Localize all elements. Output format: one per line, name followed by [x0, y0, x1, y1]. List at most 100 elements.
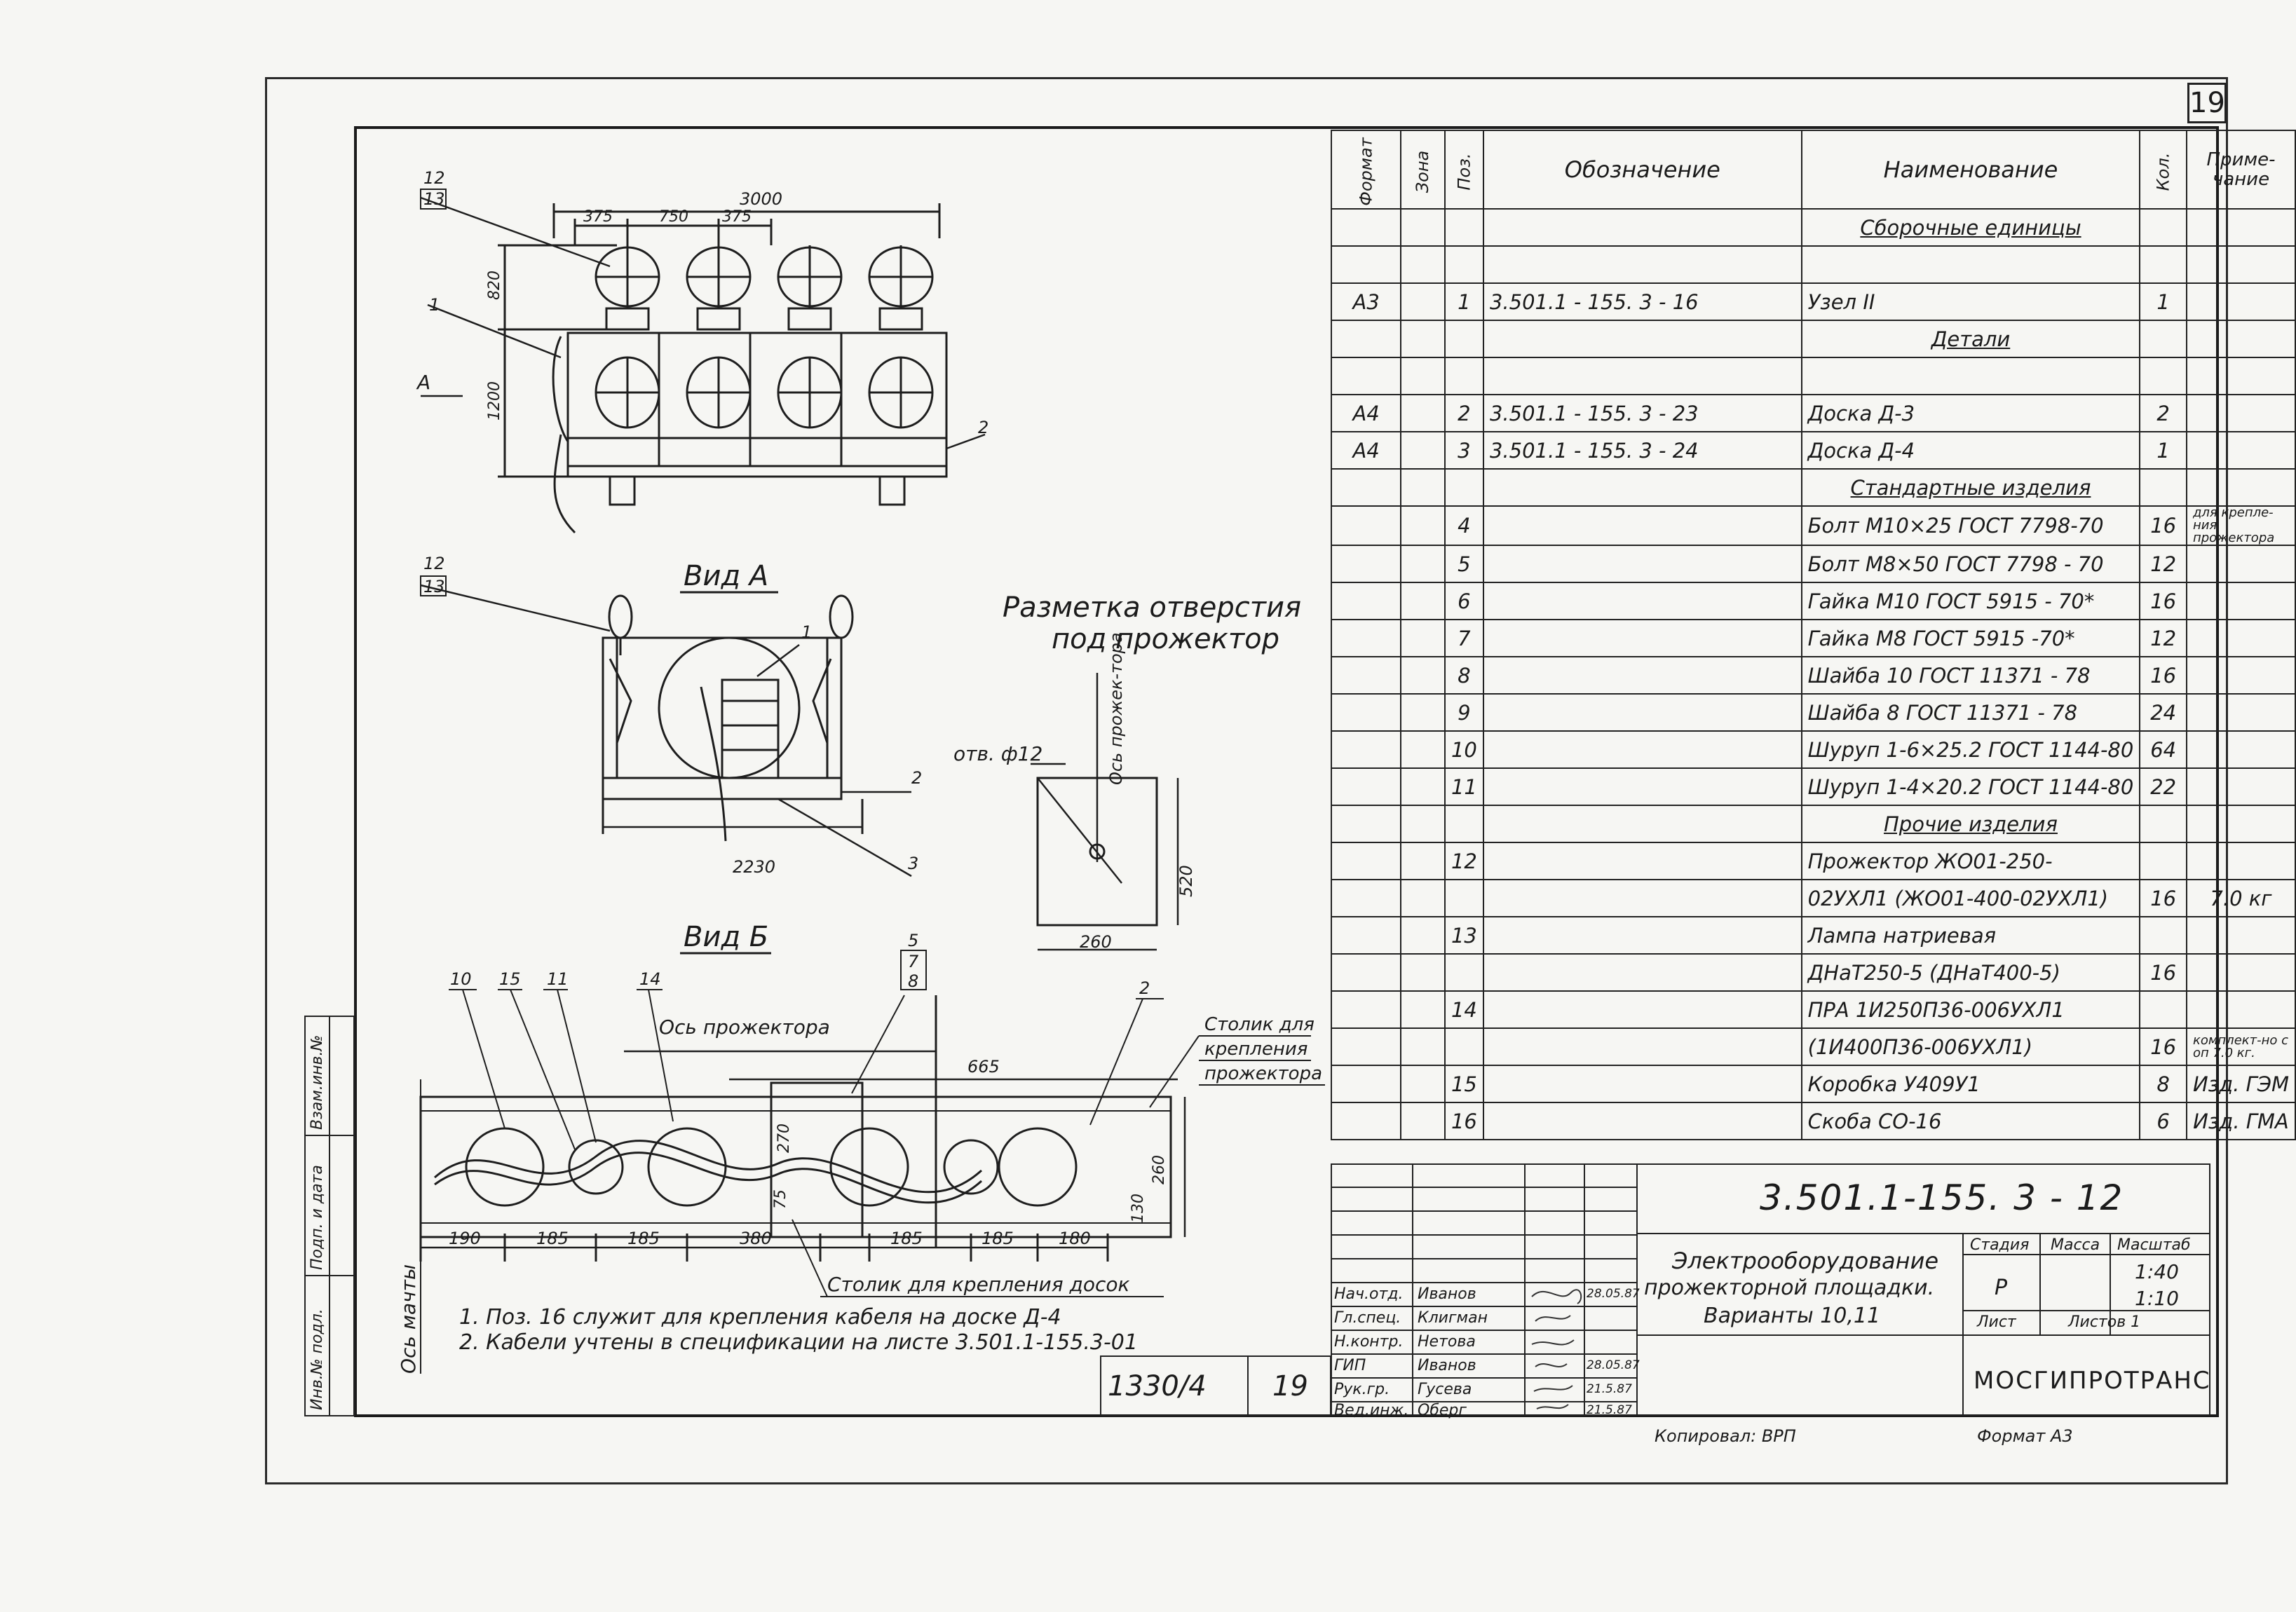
name-3: Нетова	[1418, 1333, 1476, 1351]
spec-format-cell	[1330, 805, 1402, 843]
date-4: 28.05.87	[1587, 1358, 1640, 1372]
spec-designation-cell	[1482, 916, 1802, 955]
spec-note-cell	[2185, 545, 2296, 583]
spec-note-cell	[2185, 656, 2296, 695]
spec-pos-cell: 9	[1444, 693, 1484, 732]
spec-note-cell	[2185, 619, 2296, 657]
spec-note-cell	[2185, 990, 2296, 1029]
spec-pos-cell: 14	[1444, 990, 1484, 1029]
spec-name-cell: Детали	[1800, 320, 2141, 358]
spec-note-cell	[2185, 805, 2296, 843]
spec-note-cell	[2185, 208, 2296, 247]
pos-13-top: 13	[423, 189, 445, 209]
bdim-1: 190	[449, 1229, 481, 1248]
title-line-1: Электрооборудование	[1672, 1248, 1939, 1274]
spec-pos-cell: 5	[1444, 545, 1484, 583]
spec-note-cell	[2185, 582, 2296, 620]
bdim-4: 380	[740, 1229, 772, 1248]
spec-note-cell: Изд. ГЭМ	[2185, 1065, 2296, 1103]
spec-qty-cell: 6	[2139, 1102, 2187, 1140]
view-b: Вид Б Ось прожектора 665 270 260 130 75 …	[397, 921, 1325, 1374]
spec-format-cell	[1330, 1027, 1402, 1066]
spec-qty-cell: 12	[2139, 619, 2187, 657]
bdim-5: 185	[890, 1229, 923, 1248]
spec-qty-cell	[2139, 208, 2187, 247]
spec-qty-cell: 1	[2139, 282, 2187, 321]
spec-name-cell: Скоба СО-16	[1800, 1102, 2141, 1140]
spec-zone-cell	[1400, 730, 1446, 769]
spec-note-cell: комплект-но с оп 7.0 кг.	[2185, 1027, 2296, 1066]
spec-designation-cell	[1482, 842, 1802, 880]
spec-zone-cell	[1400, 879, 1446, 917]
name-4: Иванов	[1418, 1357, 1476, 1374]
spec-note-cell	[2185, 953, 2296, 992]
spec-name-cell: Лампа натриевая	[1800, 916, 2141, 955]
spec-row	[1330, 245, 2296, 284]
stage-value: Р	[1995, 1276, 2008, 1300]
drawing-notes: 1. Поз. 16 служит для крепления кабеля н…	[459, 1305, 1138, 1355]
spec-name-cell: Болт М8×50 ГОСТ 7798 - 70	[1800, 545, 2141, 583]
spec-zone-cell	[1400, 208, 1446, 247]
role-4: ГИП	[1334, 1357, 1366, 1374]
role-6: Вед.инж.	[1334, 1402, 1409, 1419]
spec-name-cell: Гайка М8 ГОСТ 5915 -70*	[1800, 619, 2141, 657]
sheet-number: 19	[2187, 83, 2227, 123]
spec-qty-cell	[2139, 320, 2187, 358]
spec-name-cell: Доска Д-4	[1800, 431, 2141, 470]
spec-row: Детали	[1330, 320, 2296, 358]
pos-5: 5	[908, 931, 918, 950]
spec-pos-cell: 4	[1444, 505, 1484, 546]
spec-qty-cell: 64	[2139, 730, 2187, 769]
dim-665: 665	[967, 1057, 1000, 1077]
spec-format-cell: А4	[1330, 394, 1402, 432]
stage-header: Стадия	[1970, 1236, 2030, 1254]
spec-qty-cell: 16	[2139, 656, 2187, 695]
spec-name-cell: Прочие изделия	[1800, 805, 2141, 843]
header-name: Наименование	[1800, 130, 2141, 210]
spec-zone-cell	[1400, 582, 1446, 620]
bdim-2: 185	[536, 1229, 569, 1248]
role-1: Нач.отд.	[1334, 1285, 1404, 1303]
title-block	[1331, 1163, 2210, 1416]
bdim-6: 185	[981, 1229, 1014, 1248]
top-assembly-view: 3000 375 750 375 820 1200	[416, 168, 989, 534]
side-label-replace: Взам.инв.№	[308, 1034, 326, 1130]
spec-row: Стандартные изделия	[1330, 468, 2296, 507]
spec-format-cell	[1330, 990, 1402, 1029]
spec-row: Прочие изделия	[1330, 805, 2296, 843]
spec-designation-cell	[1482, 320, 1802, 358]
dim-75: 75	[772, 1189, 789, 1209]
header-qty: Кол.	[2139, 130, 2187, 210]
spec-zone-cell	[1400, 842, 1446, 880]
date-1: 28.05.87	[1587, 1287, 1640, 1301]
spec-designation-cell	[1482, 656, 1802, 695]
date-5: 21.5.87	[1587, 1382, 1632, 1396]
spec-row	[1330, 357, 2296, 395]
pos-14: 14	[639, 969, 661, 989]
spec-pos-cell: 7	[1444, 619, 1484, 657]
spec-pos-cell: 1	[1444, 282, 1484, 321]
spec-pos-cell: 8	[1444, 656, 1484, 695]
table-note-1: Столик для	[1204, 1014, 1315, 1035]
spec-pos-cell: 11	[1444, 767, 1484, 806]
spec-format-cell	[1330, 916, 1402, 955]
spec-pos-cell	[1444, 953, 1484, 992]
name-5: Гусева	[1418, 1381, 1472, 1398]
spec-note-cell	[2185, 357, 2296, 395]
bdim-3: 185	[627, 1229, 660, 1248]
spec-designation-cell	[1482, 1027, 1802, 1066]
spec-pos-cell	[1444, 1027, 1484, 1066]
spec-pos-cell	[1444, 805, 1484, 843]
spec-zone-cell	[1400, 245, 1446, 284]
dim-2230: 2230	[733, 857, 775, 877]
pos-12-top: 12	[423, 168, 445, 188]
spec-pos-cell: 16	[1444, 1102, 1484, 1140]
spec-row: ДНаТ250-5 (ДНаТ400-5)16	[1330, 953, 2296, 992]
spec-note-cell	[2185, 842, 2296, 880]
spec-zone-cell	[1400, 431, 1446, 470]
table-note-3: прожектора	[1204, 1063, 1322, 1084]
